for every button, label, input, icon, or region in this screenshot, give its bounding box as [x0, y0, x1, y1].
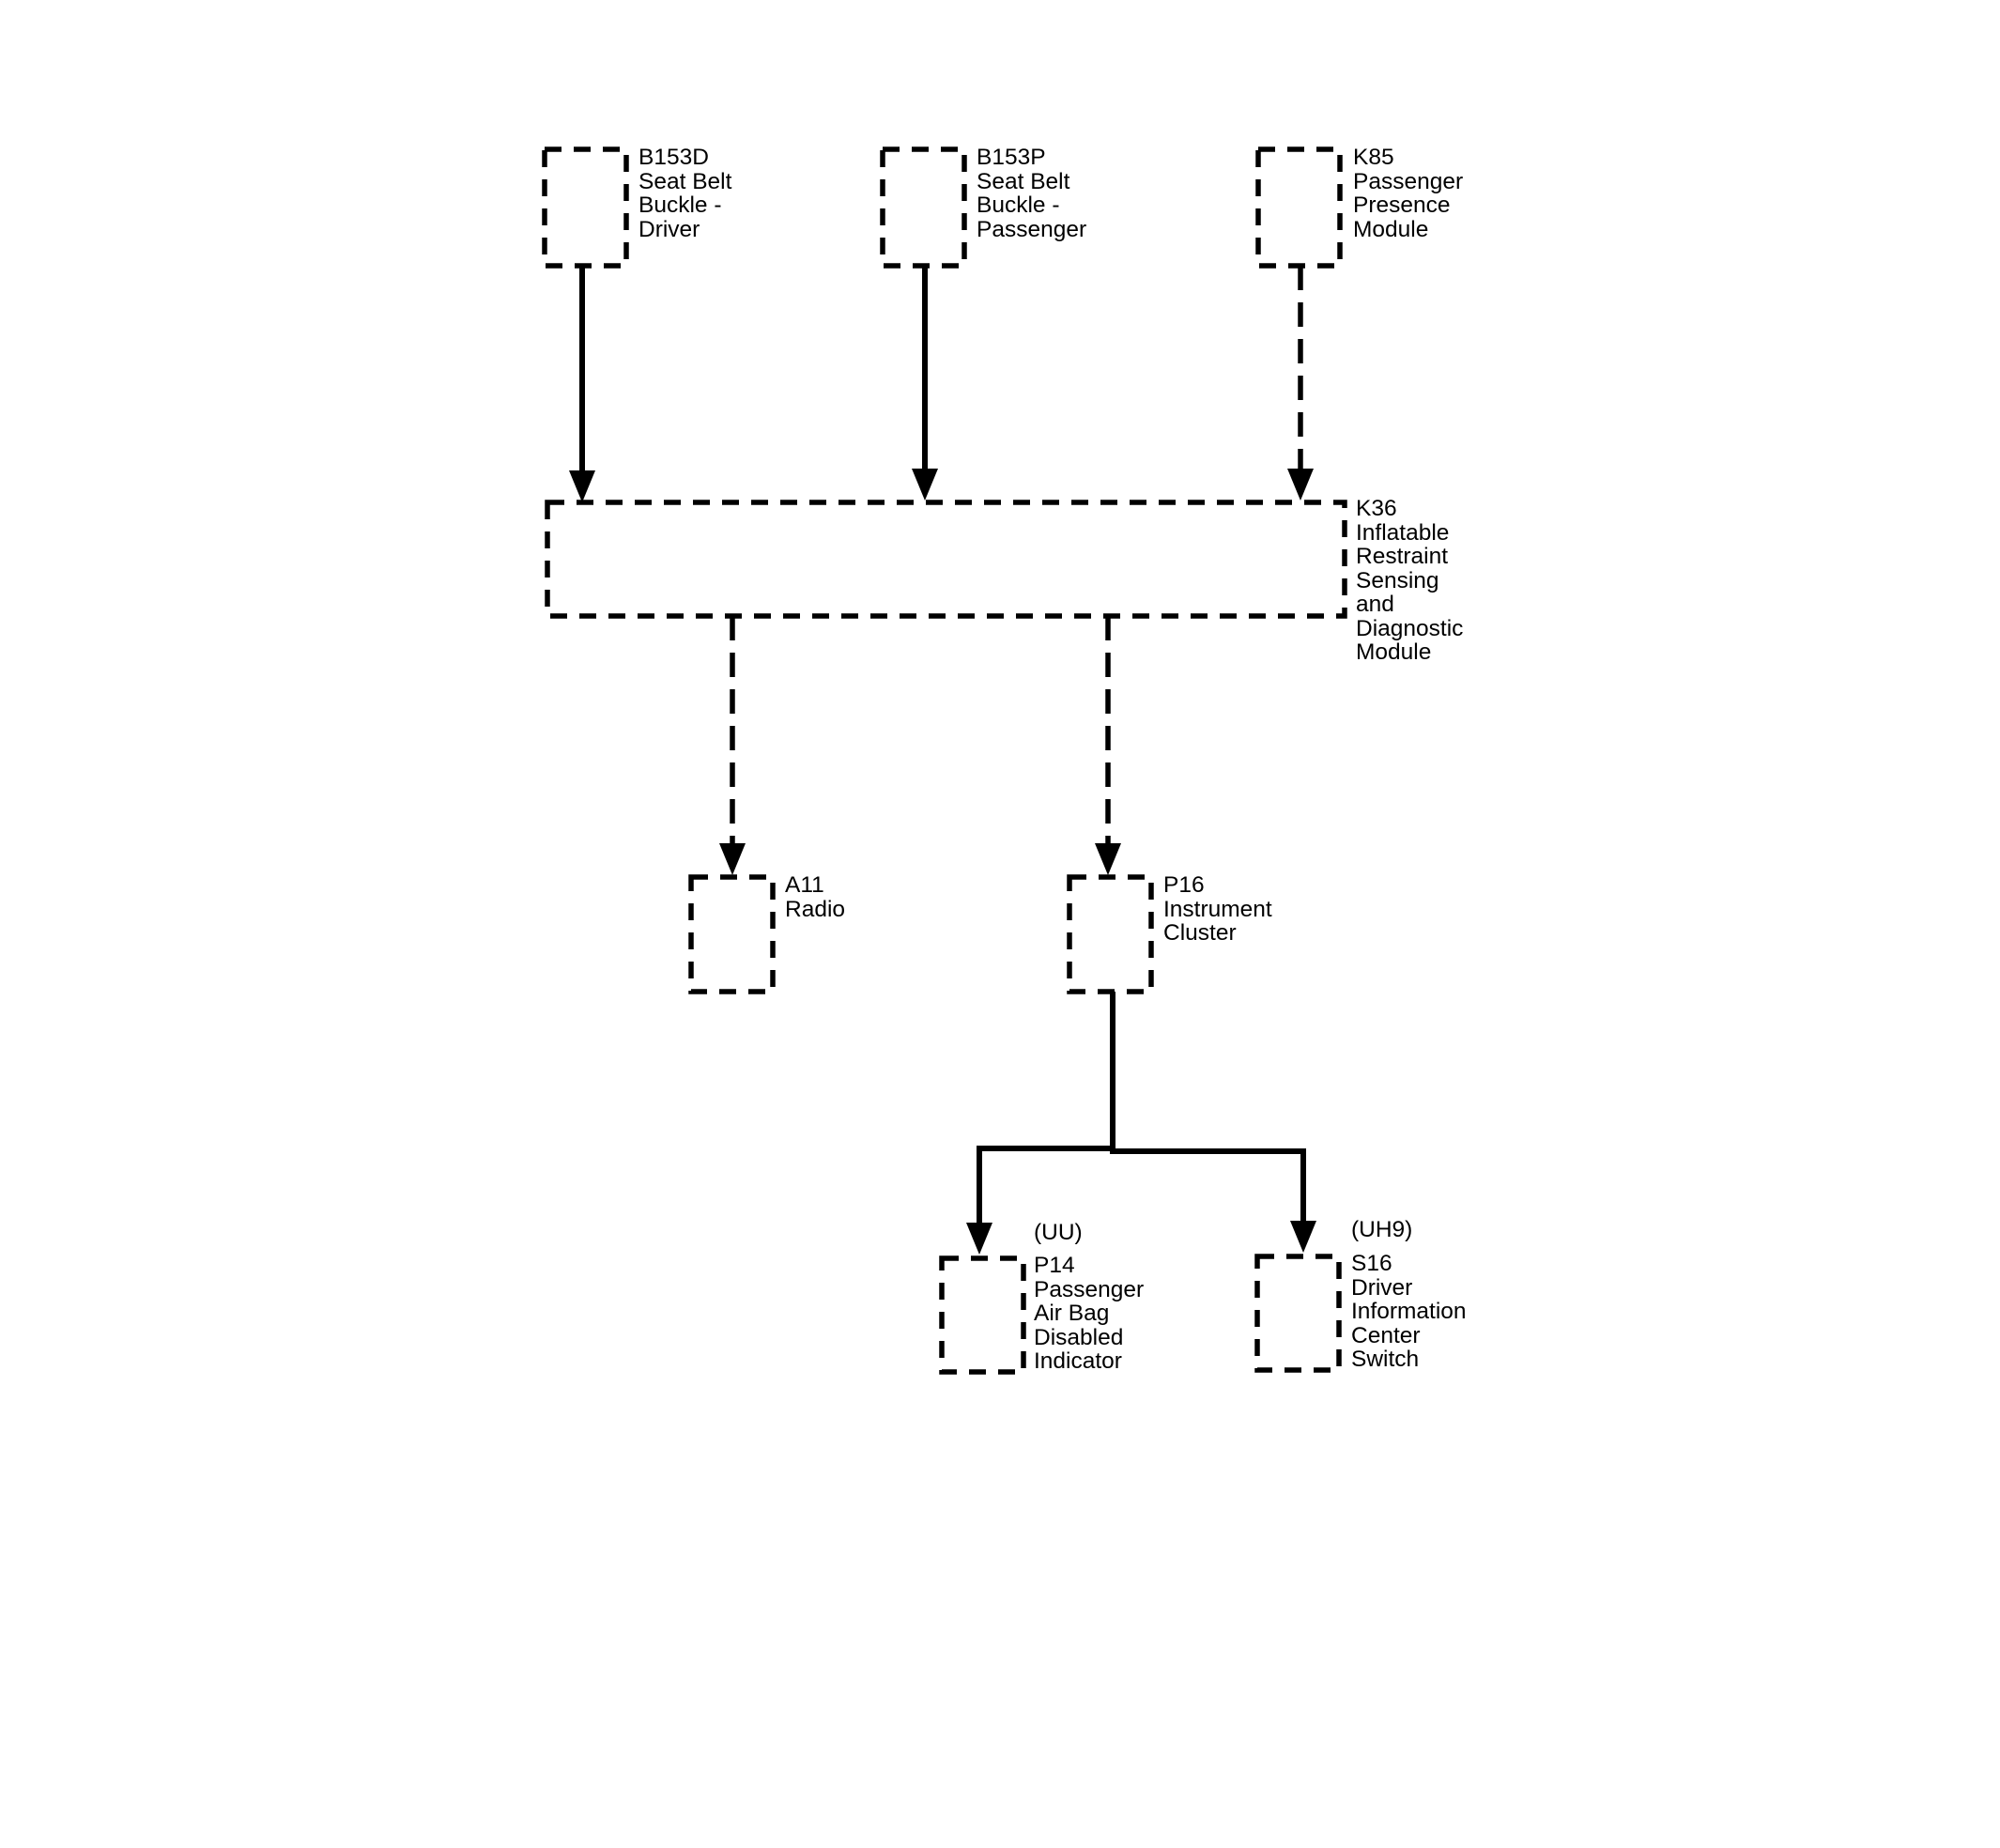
- k85-box: [1255, 146, 1343, 269]
- s16-option-label: (UH9): [1351, 1217, 1413, 1242]
- k36-to-a11-arrow: [719, 843, 746, 875]
- a11-label: A11 Radio: [785, 872, 846, 922]
- b153d-label: B153D Seat Belt Buckle - Driver: [638, 145, 732, 242]
- p16-to-p14-wire: [977, 1146, 1113, 1224]
- k85-label: K85 Passenger Presence Module: [1353, 145, 1464, 242]
- k36-to-p16-arrow: [1095, 843, 1121, 875]
- s16-box: [1254, 1254, 1342, 1373]
- a11-box: [688, 874, 776, 994]
- p16-to-s16-wire: [1110, 1148, 1306, 1223]
- p16-to-s16-arrow: [1290, 1221, 1316, 1253]
- p14-option-label: (UU): [1034, 1220, 1083, 1245]
- p16-label: P16 Instrument Cluster: [1163, 872, 1272, 946]
- b153d-to-k36-arrow: [569, 470, 595, 502]
- b153p-label: B153P Seat Belt Buckle - Passenger: [977, 145, 1087, 242]
- s16-label: S16 Driver Information Center Switch: [1351, 1251, 1467, 1372]
- p14-box: [939, 1255, 1026, 1375]
- p14-label: P14 Passenger Air Bag Disabled Indicator: [1034, 1253, 1145, 1374]
- k36-label: K36 Inflatable Restraint Sensing and Dia…: [1356, 496, 1464, 665]
- k85-to-k36-arrow: [1287, 469, 1314, 500]
- b153p-box: [880, 146, 967, 269]
- p16-box: [1067, 874, 1154, 994]
- b153d-box: [542, 146, 629, 269]
- b153p-to-k36-arrow: [912, 469, 938, 500]
- k36-box: [545, 500, 1347, 619]
- p16-to-p14-arrow: [966, 1223, 992, 1255]
